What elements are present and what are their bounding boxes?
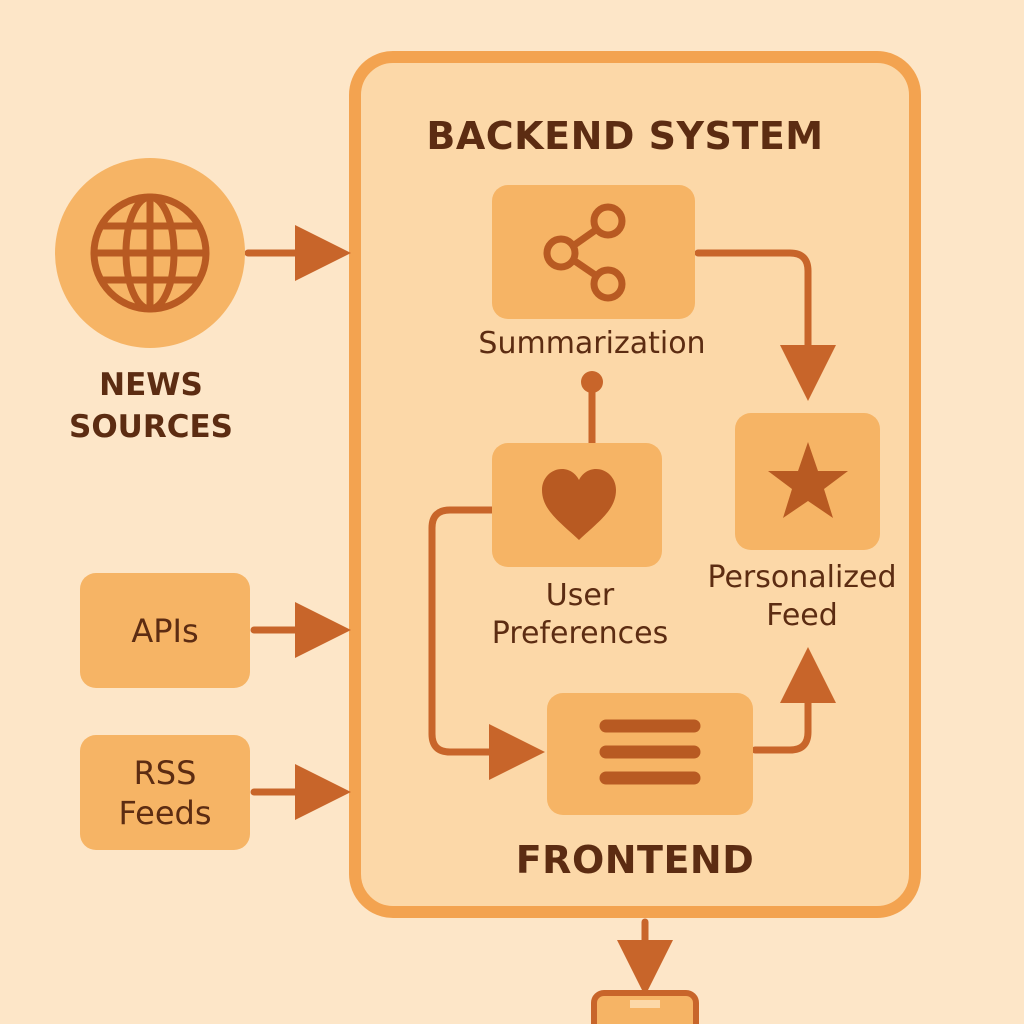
arrow-summarization-to-feed: [694, 249, 836, 401]
backend-title: BACKEND SYSTEM: [426, 114, 824, 158]
user-preferences-label-line-2: Preferences: [491, 616, 669, 651]
star-icon: [768, 442, 848, 518]
news-sources-label-line-1: NEWS: [99, 367, 203, 403]
heart-icon: [542, 469, 616, 540]
menu-lines-icon: [599, 719, 701, 785]
rss-feeds-node: [80, 735, 250, 850]
rss-feeds-label-line-1: RSS: [133, 754, 197, 792]
apis-node: [80, 573, 250, 688]
summarization-node: [492, 185, 695, 319]
connectors: [244, 225, 836, 996]
device-icon: [591, 990, 699, 1024]
globe-icon: [90, 193, 210, 313]
arrow-frontend-to-feed: [751, 647, 836, 754]
news-sources-label: NEWS SOURCES: [40, 364, 262, 448]
summarization-label: Summarization: [478, 326, 706, 361]
user-preferences-label: User Preferences: [460, 577, 700, 653]
share-icon: [543, 203, 626, 302]
arrow-preferences-to-frontend: [428, 506, 545, 780]
apis-label: APIs: [131, 612, 199, 650]
rss-feeds-label: RSS Feeds: [80, 753, 250, 833]
rss-feeds-label-line-2: Feeds: [118, 794, 212, 832]
personalized-feed-label-line-2: Feed: [766, 598, 838, 633]
news-sources-label-line-2: SOURCES: [69, 409, 233, 445]
frontend-title: FRONTEND: [515, 838, 755, 882]
personalized-feed-label-line-1: Personalized: [707, 560, 897, 595]
connector-dot: [581, 371, 603, 393]
personalized-feed-label: Personalized Feed: [682, 559, 922, 635]
user-preferences-label-line-1: User: [545, 578, 615, 613]
